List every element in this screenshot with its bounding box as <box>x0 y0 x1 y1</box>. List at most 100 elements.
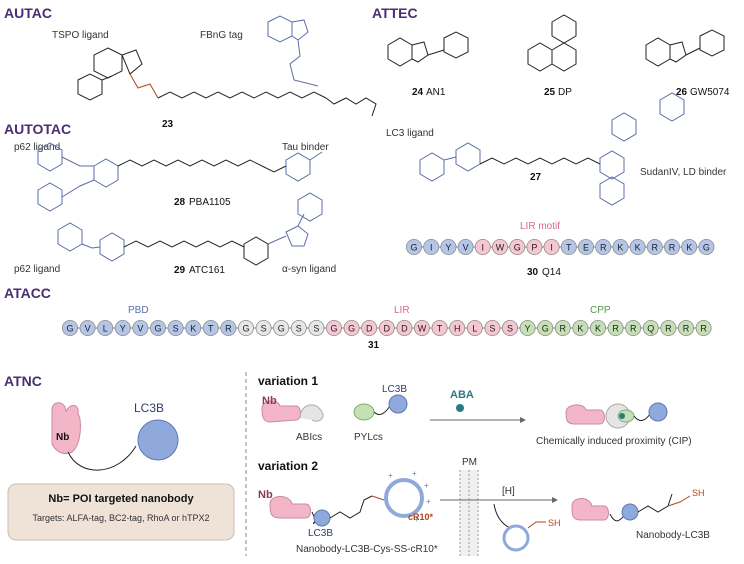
peptide-31-residue-letter: D <box>384 324 391 334</box>
atnc-nanobody-lc3b-schematic <box>51 402 179 471</box>
v1-lc3b-label: LC3B <box>382 384 407 395</box>
ld-binder-label: SudanIV, LD binder <box>640 167 727 178</box>
peptide-31-residue-letter: R <box>612 324 619 334</box>
peptide-31-residue <box>185 319 202 336</box>
autac-title: AUTAC <box>4 5 52 21</box>
lir-motif-label: LIR motif <box>520 221 560 232</box>
nanobody-shape <box>51 402 81 455</box>
peptide-31-residue-letter: G <box>348 324 355 334</box>
v2-lc3b-sphere <box>313 509 331 527</box>
variation-1-diagram <box>261 394 668 429</box>
v2-cys-chain <box>329 495 373 519</box>
peptide-31-residue-letter: R <box>630 324 637 334</box>
peptide-30-residue-letter: I <box>482 243 485 253</box>
aba-dot <box>456 404 464 412</box>
peptide-31-residue <box>97 319 114 336</box>
lc3-ligand-label: LC3 ligand <box>386 128 434 139</box>
compound-23-structure <box>77 15 377 117</box>
peptide-31-residue-letter: S <box>296 324 302 334</box>
peptide-31-residue-letter: K <box>595 324 601 334</box>
peptide-30-residue-letter: G <box>514 243 521 253</box>
v1-arrow-head <box>520 417 526 423</box>
peptide-31-residue-letter: Q <box>647 324 654 334</box>
compound-26-number: 26 <box>676 87 688 98</box>
tspo-ligand-label: TSPO ligand <box>52 30 109 41</box>
compound-29-structure <box>57 192 323 266</box>
v2-lc3b-label: LC3B <box>308 528 333 539</box>
peptide-31-residue-letter: S <box>173 324 179 334</box>
peptide-31-residue-letter: S <box>507 324 513 334</box>
compound-30-name: Q14 <box>542 267 561 278</box>
peptide-30-residue-letter: K <box>635 243 641 253</box>
v1-pylcs-label: PYLcs <box>354 432 383 443</box>
nanobody-definition-title: Nb= POI targeted nanobody <box>48 493 194 505</box>
compound-28-number: 28 <box>174 197 186 208</box>
charge-mark: + <box>424 481 429 490</box>
compound-30-number: 30 <box>527 267 539 278</box>
charge-mark: + <box>414 515 419 524</box>
variation-2-diagram: + + + + + <box>269 469 691 556</box>
peptide-31-residue-letter: R <box>683 324 690 334</box>
p62-ligand-bottom-label: p62 ligand <box>14 264 60 275</box>
cip-lc3b <box>648 402 668 422</box>
atnc-title: ATNC <box>4 373 42 389</box>
peptide-31-residue-letter: G <box>242 324 249 334</box>
v2-nanobody-shape <box>269 496 311 519</box>
peptide-31-residue-letter: Y <box>525 324 531 334</box>
compound-25-structure <box>527 14 577 72</box>
compound-28-structure <box>37 142 323 212</box>
compound-29-name: ATC161 <box>189 265 225 276</box>
nanobody-targets-text: Targets: ALFA-tag, BC2-tag, RhoA or hTPX… <box>32 513 209 523</box>
compound-28-name: PBA1105 <box>189 197 231 208</box>
v2-disulfide <box>371 495 385 501</box>
cpp-label: CPP <box>590 305 611 316</box>
peptide-30-residue-letter: Y <box>445 243 451 253</box>
v2-arrow-head <box>552 497 558 503</box>
peptide-30-residue-letter: E <box>583 243 589 253</box>
peptide-31-residue-letter: R <box>700 324 707 334</box>
peptide-31-residue <box>237 319 254 336</box>
peptide-31-residue-letter: D <box>366 324 373 334</box>
fbng-tag-label: FBnG tag <box>200 30 243 41</box>
peptide-30-residue-letter: K <box>617 243 623 253</box>
compound-26-structure <box>645 29 725 67</box>
peptide-30-residue <box>698 238 715 255</box>
peptide-31-residue-letter: V <box>137 324 143 334</box>
autotac-title: AUTOTAC <box>4 121 71 137</box>
released-cr10-ring <box>502 524 530 552</box>
v1-nb-label: Nb <box>262 395 277 407</box>
product-sh-label: SH <box>692 488 705 498</box>
v1-lc3b-sphere <box>388 394 408 414</box>
peptide-30-residue-letter: K <box>686 243 692 253</box>
compound-26-name: GW5074 <box>690 87 730 98</box>
v1-pylcs-shape <box>353 403 375 421</box>
v2-nb-label: Nb <box>258 489 273 501</box>
atnc-nb-label: Nb <box>56 432 69 443</box>
compound-25-name: DP <box>558 87 572 98</box>
membrane-band <box>460 470 478 556</box>
compound-27-number: 27 <box>530 172 542 183</box>
peptide-31-residue-letter: L <box>472 324 477 334</box>
peptide-31-residue-letter: S <box>489 324 495 334</box>
compound-31-number: 31 <box>368 340 380 351</box>
released-thiol <box>527 521 546 529</box>
v2-product-lc3b <box>621 503 639 521</box>
variation-2-title: variation 2 <box>258 459 318 473</box>
v1-aba-label: ABA <box>450 389 474 401</box>
peptide-31-residue-letter: R <box>560 324 567 334</box>
v1-linker <box>373 405 391 415</box>
peptide-31-residue-letter: T <box>208 324 214 334</box>
peptide-30-residue-letter: I <box>550 243 553 253</box>
peptide-31-residue-letter: K <box>577 324 583 334</box>
atacc-title: ATACC <box>4 285 51 301</box>
pm-label: PM <box>462 457 477 468</box>
reduction-label: [H] <box>502 486 515 497</box>
v2-product-nanobody <box>571 498 609 521</box>
peptide-31-residue <box>220 319 237 336</box>
pbd-label: PBD <box>128 305 149 316</box>
peptide-31-residue-letter: G <box>278 324 285 334</box>
peptide-31-residue-letter: G <box>154 324 161 334</box>
v1-cip-label: Chemically induced proximity (CIP) <box>536 436 692 447</box>
